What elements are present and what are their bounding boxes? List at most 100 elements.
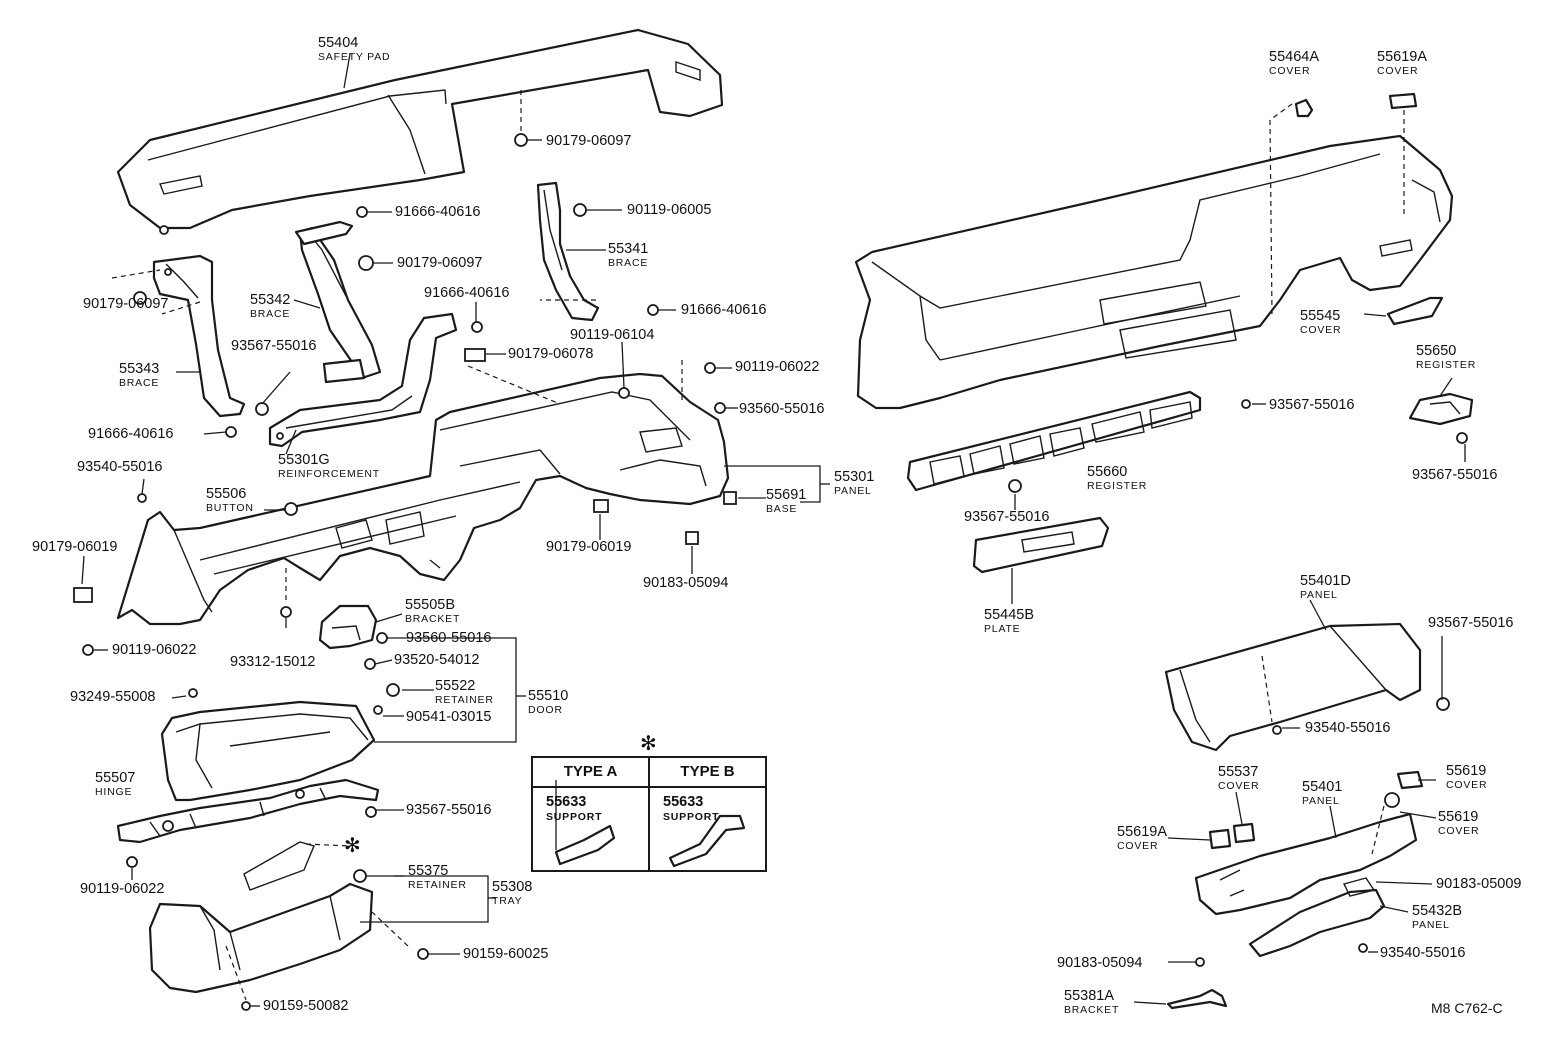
part-name: SAFETY PAD [318,50,391,63]
part-label-55619a: 55619A COVER [1117,825,1167,851]
part-label-55660: 55660 REGISTER [1087,465,1147,491]
part-name: BRACE [608,256,649,269]
part-label-90119-06005: 90119-06005 [627,202,712,218]
part-label-93249-55008: 93249-55008 [70,689,156,705]
part-number: 55445B [984,607,1034,623]
part-name: HINGE [95,785,133,798]
part-number: 55691 [766,487,807,503]
part-name: PANEL [1412,918,1450,931]
hinge-drawing [116,778,380,844]
panel-55432b-drawing [1248,888,1386,958]
cover-55464a-drawing [1294,98,1314,118]
leader-lines [81,53,1466,1007]
part-label-90179-06078: 90179-06078 [508,346,594,362]
part-number: 55343 [119,361,160,377]
brace-55343-drawing [152,254,246,418]
part-name: RETAINER [435,693,494,706]
part-label-93312-15012: 93312-15012 [230,654,316,670]
part-label-91666-40616: 91666-40616 [88,426,174,442]
part-label-93560-55016: 93560-55016 [406,630,492,646]
part-label-55506: 55506 BUTTON [206,487,254,513]
part-name: TRAY [492,894,523,907]
part-name: BRACE [119,376,160,389]
brace-55342-drawing [294,220,382,384]
part-label-90183-05009: 90183-05009 [1436,876,1522,892]
part-label-93567-55016: 93567-55016 [1412,467,1498,483]
fasteners [73,133,1468,1011]
part-label-55343: 55343 BRACE [119,362,159,388]
part-number: 55464A [1269,49,1319,65]
part-number: 55404 [318,35,359,51]
part-label-93560-55016: 93560-55016 [739,401,825,417]
glove-box-door-drawing [160,700,376,802]
support-type-b-drawing [668,814,746,868]
part-name: PANEL [834,484,872,497]
part-name: SUPPORT [546,811,603,823]
part-name: SUPPORT [663,811,720,823]
part-name: REGISTER [1087,479,1148,492]
part-label-93567-55016: 93567-55016 [406,802,492,818]
part-name: PLATE [984,622,1021,635]
part-name: COVER [1269,64,1311,77]
part-number: 55432B [1412,903,1462,919]
part-label-91666-40616: 91666-40616 [395,204,481,220]
part-name: COVER [1438,824,1480,837]
part-label-90179-06097: 90179-06097 [83,296,169,312]
part-name: COVER [1300,323,1342,336]
part-name: REGISTER [1416,358,1477,371]
part-label-55507: 55507 HINGE [95,771,135,797]
part-label-93567-55016: 93567-55016 [231,338,317,354]
part-number: 55522 [435,678,476,694]
cover-55619a-mid-drawing [1208,828,1232,850]
part-label-55341: 55341 BRACE [608,242,648,268]
part-label-55301g: 55301G REINFORCEMENT [278,453,380,479]
cover-55537-drawing [1232,822,1256,844]
cover-55619-b-drawing [1384,792,1400,808]
part-label-55381a: 55381A BRACKET [1064,989,1119,1015]
part-label-55619: 55619 COVER [1438,810,1479,836]
tray-marker: ✻ [344,835,361,857]
part-label-55650: 55650 REGISTER [1416,344,1476,370]
part-name: BRACKET [1064,1003,1120,1016]
part-number: 55619 [1446,763,1487,779]
part-label-55308: 55308 TRAY [492,880,532,906]
part-label-55691: 55691 BASE [766,488,806,514]
part-number: 55619A [1117,824,1167,840]
part-label-91666-40616: 91666-40616 [424,285,510,301]
part-number: 55375 [408,863,449,879]
part-label-55505b: 55505B BRACKET [405,598,460,624]
part-label-90179-06097: 90179-06097 [546,133,632,149]
part-name: BRACE [250,307,291,320]
part-name: COVER [1446,778,1488,791]
part-label-55401: 55401 PANEL [1302,780,1342,806]
register-55660-drawing [906,390,1202,492]
part-number: 55633 [663,794,704,810]
part-label-55404: 55404 SAFETY PAD [318,36,390,62]
part-label-55445b: 55445B PLATE [984,608,1034,634]
part-number: 55301G [278,452,330,468]
part-label-90159-50082: 90159-50082 [263,998,349,1014]
part-label-90119-06104: 90119-06104 [570,327,655,343]
part-label-93520-54012: 93520-54012 [394,652,480,668]
part-label-90183-05094: 90183-05094 [1057,955,1143,971]
part-name: COVER [1218,779,1260,792]
part-number: 55619 [1438,809,1479,825]
part-number: 55633 [546,794,587,810]
part-label-90179-06019: 90179-06019 [32,539,118,555]
part-number: 55301 [834,469,875,485]
part-label-55342: 55342 BRACE [250,293,290,319]
bracket-55381a-drawing [1166,988,1228,1010]
part-number: 55660 [1087,464,1128,480]
cover-55619a-top-drawing [1388,92,1418,110]
type-table-header: TYPE A TYPE B [533,758,765,788]
plate-55445b-drawing [972,516,1110,574]
part-number: 55619A [1377,49,1427,65]
tray-drawing [148,841,374,994]
cover-55619-a-drawing [1396,770,1424,790]
brace-55341-drawing [536,181,600,322]
part-name: BASE [766,502,798,515]
part-number: 55401D [1300,573,1351,589]
part-label-55510: 55510 DOOR [528,689,568,715]
